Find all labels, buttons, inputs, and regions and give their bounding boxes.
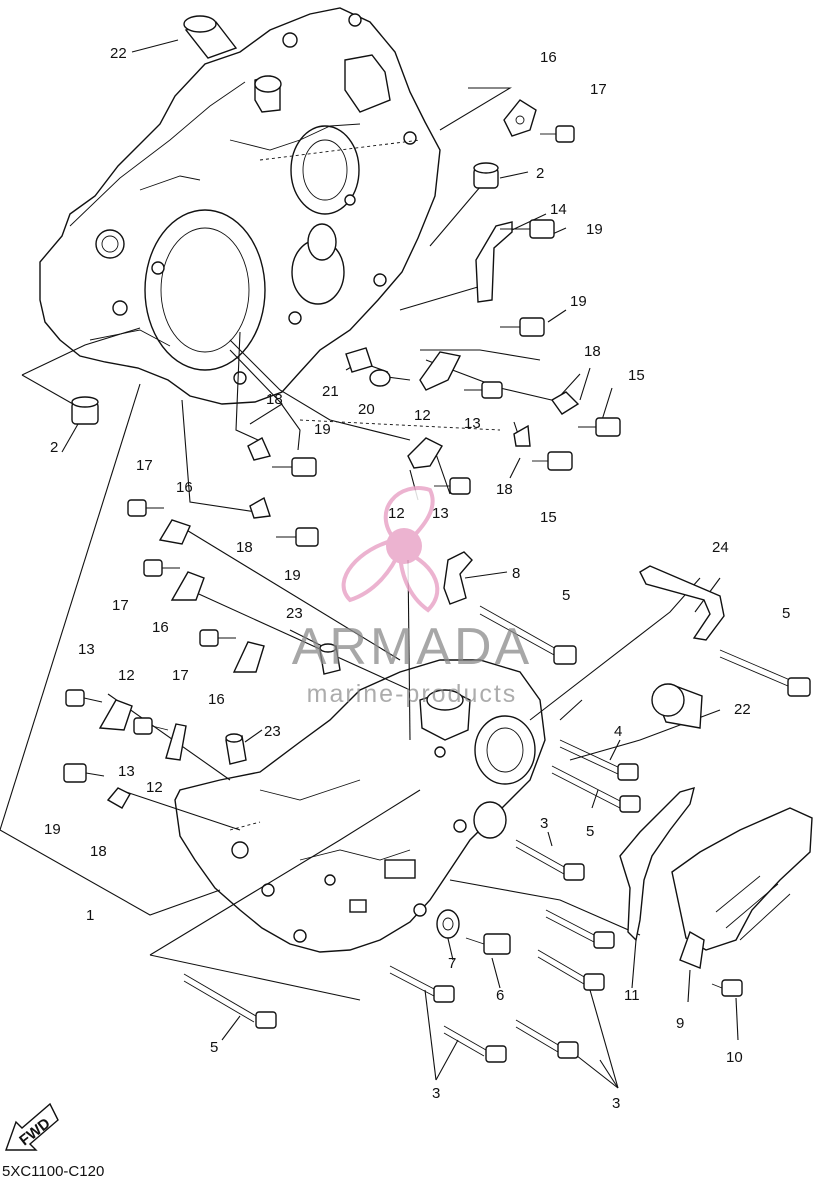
watermark-tagline: marine-products: [307, 680, 518, 708]
callout-16: 16: [540, 49, 557, 66]
callout-18: 18: [90, 843, 107, 860]
callout-1: 1: [86, 907, 94, 924]
callout-labels: 22 16 17 2 14 19 19 18 15 21 20 12 13 2 …: [44, 45, 790, 1112]
callout-14: 14: [550, 201, 567, 218]
callout-17: 17: [590, 81, 607, 98]
propeller-logo: [341, 486, 440, 613]
callout-19: 19: [586, 221, 603, 238]
callout-23: 23: [286, 605, 303, 622]
diagram-code: 5XC1100-C120: [2, 1163, 104, 1180]
callout-16: 16: [176, 479, 193, 496]
watermark: ARMADA marine-products: [292, 486, 532, 708]
callout-18: 18: [496, 481, 513, 498]
callout-10: 10: [726, 1049, 743, 1066]
callout-19: 19: [284, 567, 301, 584]
callout-12: 12: [118, 667, 135, 684]
callout-24: 24: [712, 539, 729, 556]
callout-5: 5: [210, 1039, 218, 1056]
callout-23: 23: [264, 723, 281, 740]
callout-13: 13: [78, 641, 95, 658]
callout-12: 12: [388, 505, 405, 522]
callout-20: 20: [358, 401, 375, 418]
callout-3: 3: [540, 815, 548, 832]
callout-6: 6: [496, 987, 504, 1004]
callout-8: 8: [512, 565, 520, 582]
callout-22: 22: [734, 701, 751, 718]
callout-18: 18: [266, 391, 283, 408]
callout-7: 7: [448, 955, 456, 972]
callout-19: 19: [44, 821, 61, 838]
callout-12: 12: [414, 407, 431, 424]
callout-18: 18: [236, 539, 253, 556]
callout-18: 18: [584, 343, 601, 360]
watermark-brand: ARMADA: [292, 618, 532, 676]
callout-17: 17: [172, 667, 189, 684]
callout-15: 15: [628, 367, 645, 384]
callout-13: 13: [432, 505, 449, 522]
callout-9: 9: [676, 1015, 684, 1032]
callout-19: 19: [314, 421, 331, 438]
callout-2: 2: [50, 439, 58, 456]
callout-13: 13: [464, 415, 481, 432]
callout-21: 21: [322, 383, 339, 400]
callout-16: 16: [152, 619, 169, 636]
callout-17: 17: [112, 597, 129, 614]
callout-11: 11: [624, 987, 640, 1004]
callout-12: 12: [146, 779, 163, 796]
callout-4: 4: [614, 723, 622, 740]
callout-5: 5: [562, 587, 570, 604]
callout-2: 2: [536, 165, 544, 182]
callout-5: 5: [586, 823, 594, 840]
callout-16: 16: [208, 691, 225, 708]
fwd-arrow: [5, 1102, 59, 1151]
callout-15: 15: [540, 509, 557, 526]
crankcase-lower: [174, 659, 546, 953]
callout-5: 5: [782, 605, 790, 622]
callout-3: 3: [432, 1085, 440, 1102]
small-parts: [5, 15, 813, 1151]
callout-3: 3: [612, 1095, 620, 1112]
callout-17: 17: [136, 457, 153, 474]
callout-22: 22: [110, 45, 127, 62]
callout-13: 13: [118, 763, 135, 780]
callout-19: 19: [570, 293, 587, 310]
crankcase-upper: [39, 7, 441, 405]
